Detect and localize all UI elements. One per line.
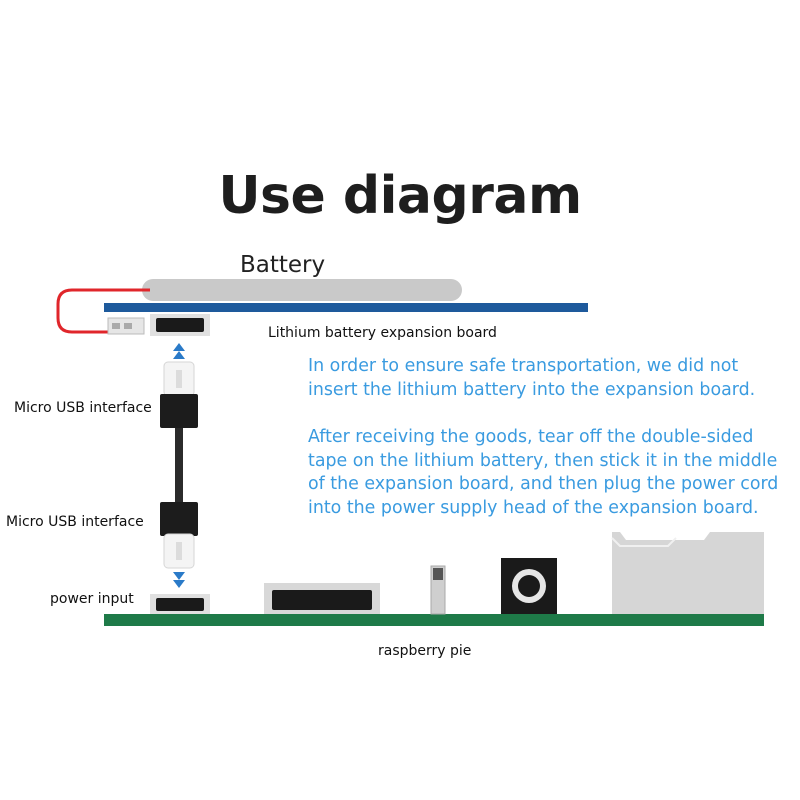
- battery-wire: [56, 288, 150, 334]
- expansion-board: [104, 303, 588, 312]
- micro-usb-cable: [160, 361, 198, 569]
- transport-note-line: insert the lithium battery into the expa…: [308, 379, 756, 400]
- ribbon-connector: [430, 565, 446, 615]
- transport-note-line: In order to ensure safe transportation, …: [308, 356, 739, 376]
- install-note-line: After receiving the goods, tear off the …: [308, 427, 754, 447]
- audio-jack: [501, 558, 557, 614]
- diagram-title: Use diagram: [218, 166, 582, 226]
- up-arrow-icon: [173, 343, 185, 359]
- raspberry-pi-board: [104, 614, 764, 626]
- install-note-line: tape on the lithium battery, then stick …: [308, 450, 778, 471]
- down-arrow-icon: [173, 572, 185, 588]
- install-note-line: of the expansion board, and then plug th…: [308, 474, 779, 494]
- install-note: After receiving the goods, tear off the …: [308, 426, 778, 520]
- install-note-line: into the power supply head of the expans…: [308, 497, 759, 518]
- hdmi-port: [264, 583, 380, 614]
- battery-label: Battery: [240, 252, 326, 278]
- battery-connector: [107, 317, 145, 335]
- raspberry-pi-label: raspberry pie: [378, 643, 472, 659]
- usb-block: [611, 532, 764, 614]
- micro-usb-bottom-label: Micro USB interface: [6, 514, 144, 530]
- expansion-micro-usb-port: [150, 314, 210, 336]
- expansion-board-label: Lithium battery expansion board: [268, 325, 497, 341]
- micro-usb-top-label: Micro USB interface: [14, 400, 152, 416]
- power-input-label: power input: [50, 591, 134, 607]
- battery: [142, 279, 462, 301]
- power-input-port: [150, 594, 210, 614]
- transport-note: In order to ensure safe transportation, …: [308, 355, 755, 402]
